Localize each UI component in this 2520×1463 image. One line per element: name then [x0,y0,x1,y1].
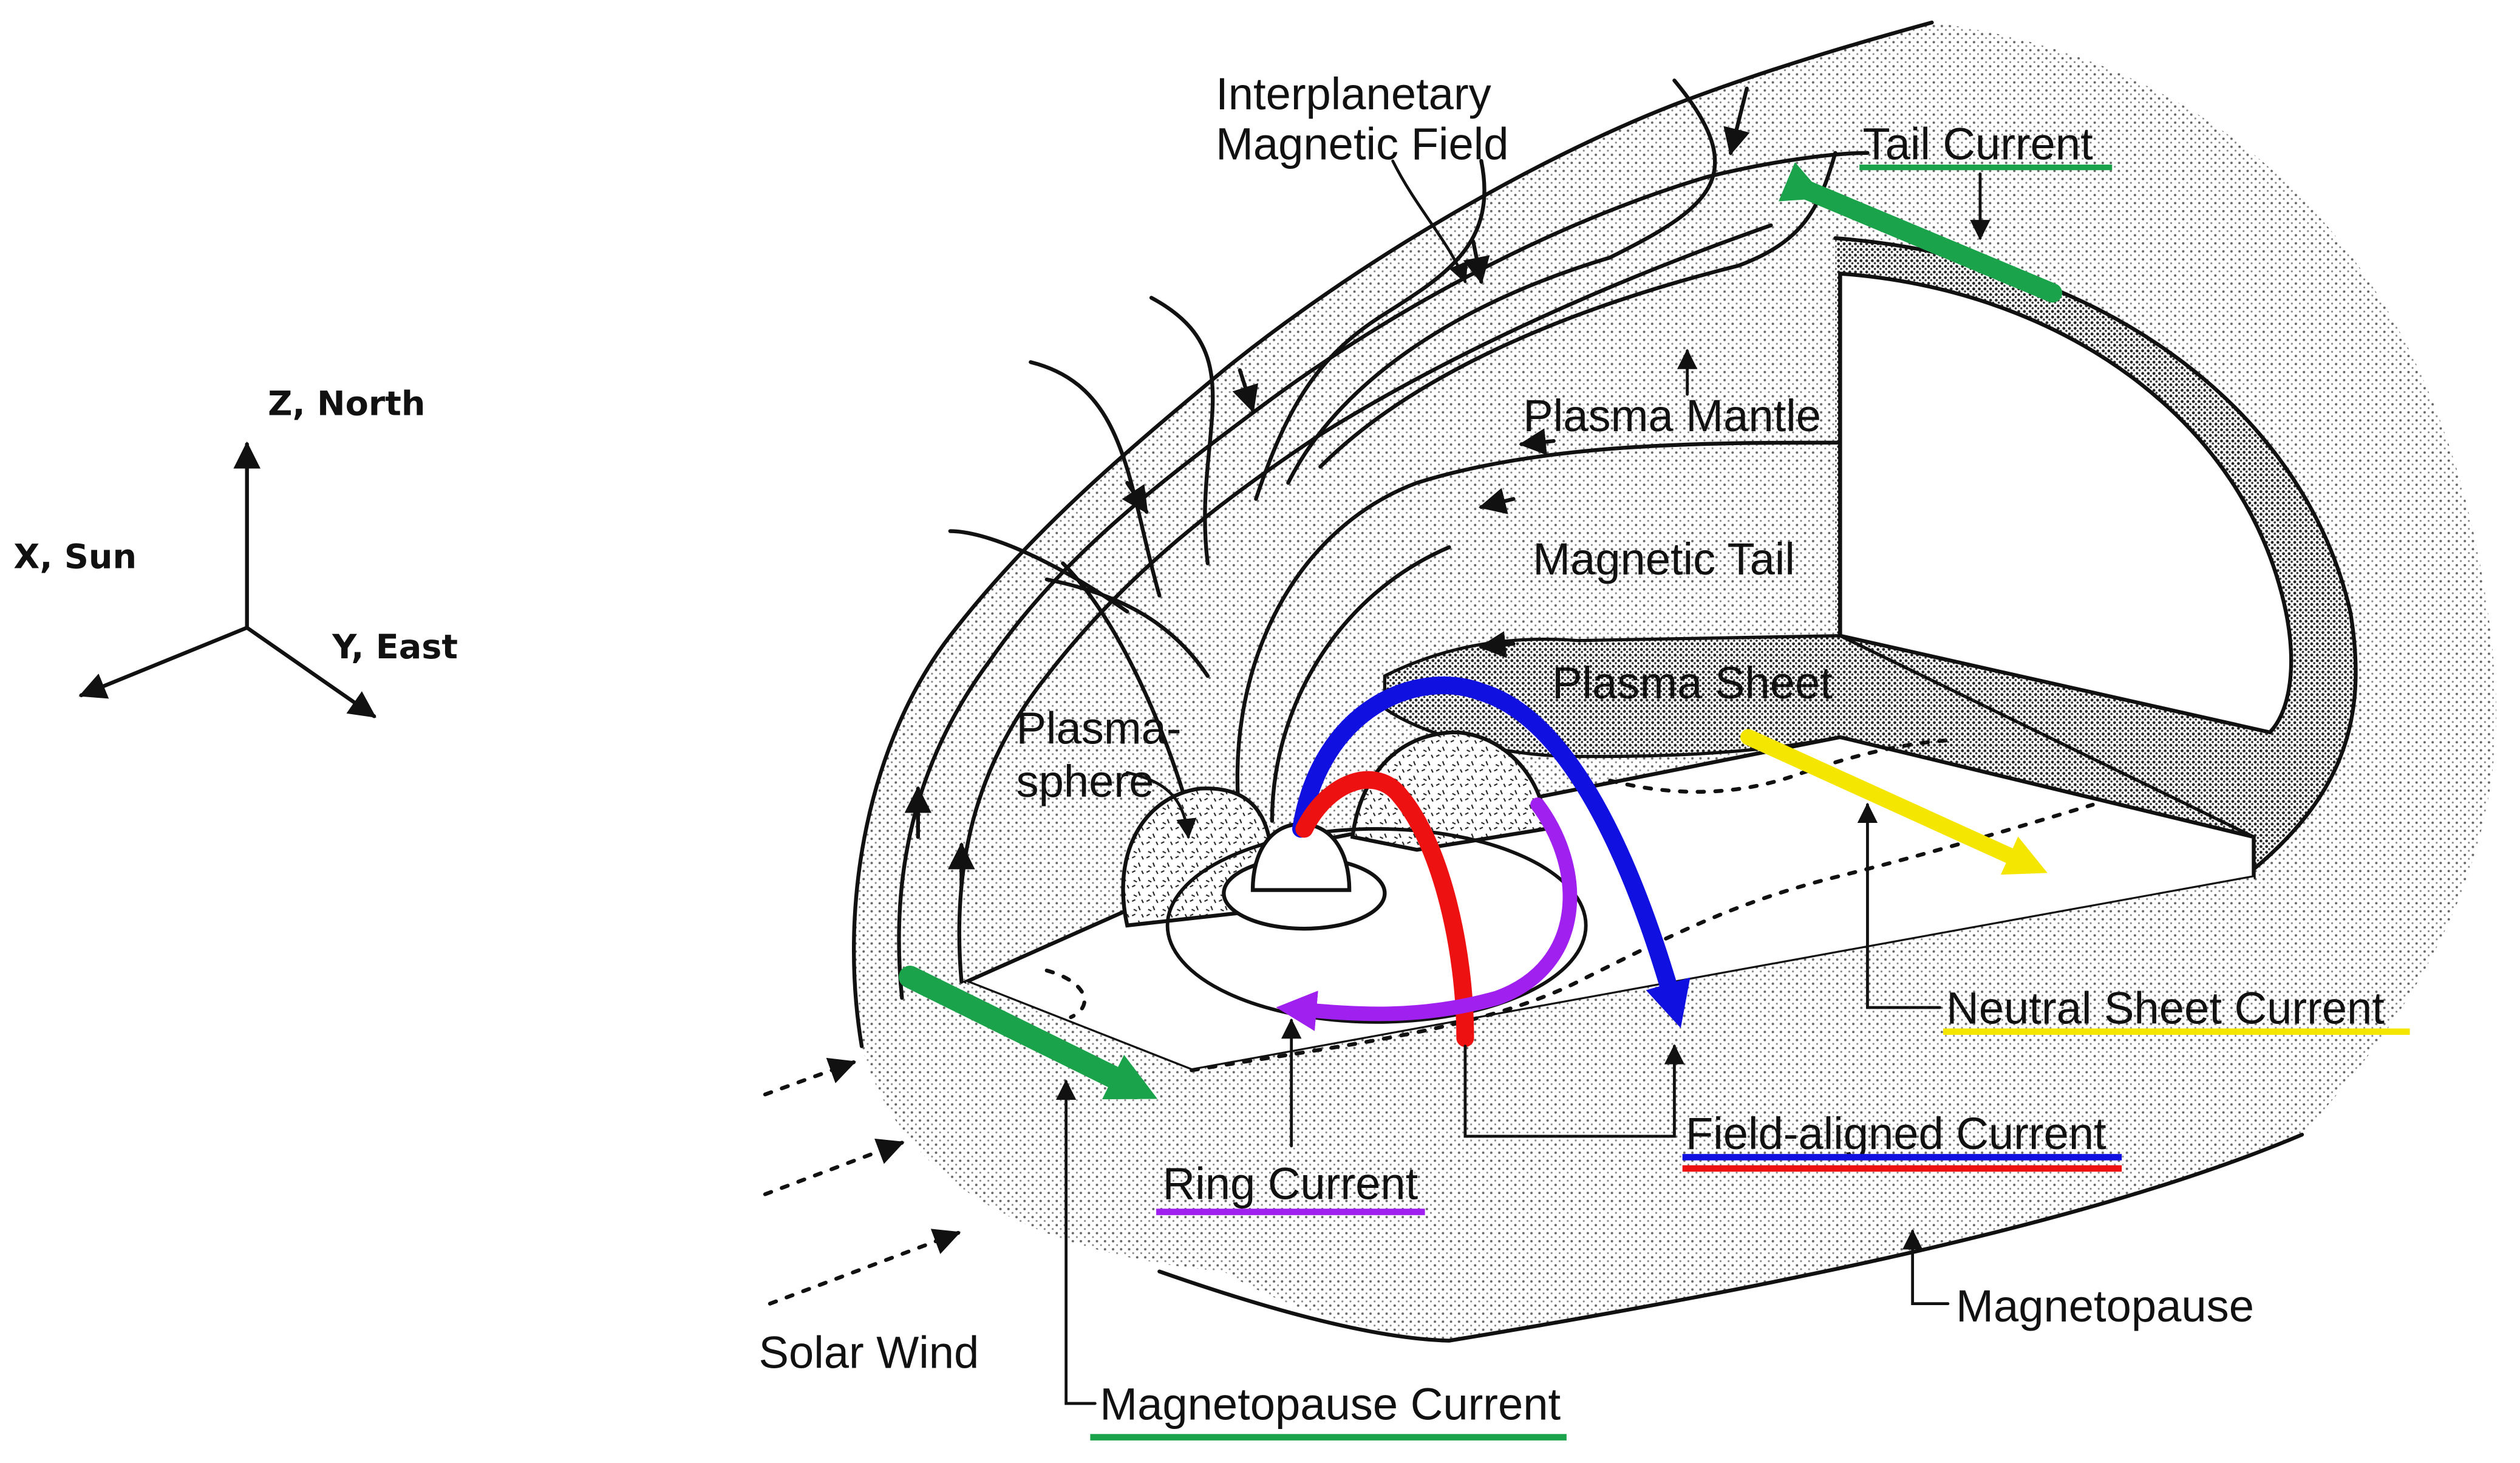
x-axis-label: X, Sun [13,537,137,577]
magnetopause-label: Magnetopause [1956,1281,2254,1331]
solar-wind-line-2 [763,1138,905,1196]
plasma-mantle-label: Plasma Mantle [1523,390,1821,441]
y-axis-label: Y, East [332,627,458,667]
ring-current-label: Ring Current [1163,1158,1418,1209]
tail-lobe-white [1838,271,2294,735]
outer-boundary-line [851,20,1934,1048]
field-aligned-current-red-arrow [1295,771,1474,1047]
ring-current-arrow [1276,797,1578,1031]
magnetic-tail-label: Magnetic Tail [1533,534,1795,584]
field-aligned-current-label: Field-aligned Current [1686,1108,2106,1159]
neutral-sheet-current-arrow [1740,729,2048,875]
imf-label-line2: Magnetic Field [1216,118,1508,169]
field-lines [948,78,1842,823]
z-axis-label: Z, North [268,384,425,424]
plasmasphere-label-line1: Plasma- [1017,703,1182,753]
plasmasphere-label-line2: sphere [1017,756,1154,807]
field-aligned-current-blue-arrow [1292,677,1691,1028]
leader-lines [1055,159,1990,1405]
magnetopause-current-arrow [899,966,1158,1100]
coordinate-axes: Z, North X, Sun Y, East [13,384,458,718]
solar-wind-line-1 [763,1057,857,1097]
solar-wind-label: Solar Wind [758,1328,979,1378]
neutral-sheet-current-label: Neutral Sheet Current [1946,983,2385,1034]
field-line-arrows [904,86,1750,887]
tail-current-label: Tail Current [1862,118,2093,169]
magnetopause-current-label: Magnetopause Current [1100,1379,1561,1429]
neutral-sheet-dashed-2 [1608,738,1950,794]
ring-ellipse-outer [1165,827,1588,1024]
imf-label-line1: Interplanetary [1216,69,1491,119]
magnetopause-lower-line [1157,1133,2304,1343]
magnetopause-boundary-layer [899,152,1900,998]
slab-face-dotted [966,877,2254,1119]
plasma-sheet-label: Plasma Sheet [1552,658,1833,708]
tail-current-arrow [1778,162,2063,303]
solar-wind-line-3 [768,1229,961,1306]
neutral-sheet-dashed-1 [1190,802,2095,1073]
